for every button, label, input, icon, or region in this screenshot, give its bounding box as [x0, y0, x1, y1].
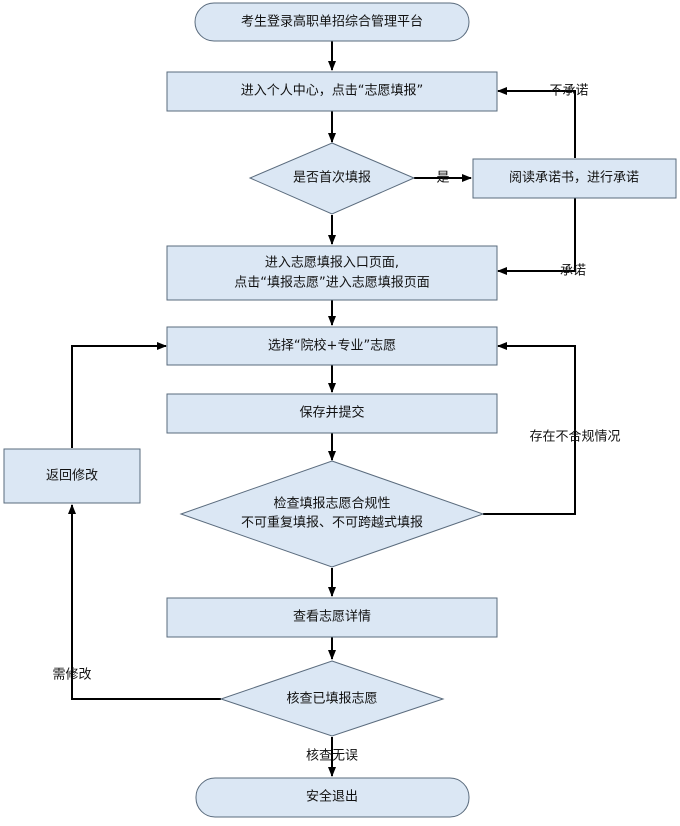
view-details-label: 查看志愿详情	[293, 609, 371, 625]
process-shape	[166, 393, 498, 434]
save-submit-label: 保存并提交	[299, 405, 364, 421]
process-shape	[472, 158, 677, 199]
node-verify-decision: 核查已填报志愿	[219, 660, 445, 737]
edge-label-not-committed: 不承诺	[549, 84, 588, 99]
edge-label-noncompliant: 存在不合规情况	[529, 430, 620, 445]
arrow-committed	[497, 198, 576, 275]
process-shape	[166, 245, 498, 301]
node-start: 考生登录高职单招综合管理平台	[194, 2, 470, 42]
node-return-modify: 返回修改	[3, 448, 141, 504]
process-shape	[3, 448, 141, 504]
decision-shape	[219, 660, 445, 737]
arrow-not-committed	[497, 87, 576, 158]
connectors	[68, 41, 576, 777]
node-logout: 安全退出	[195, 777, 470, 818]
edge-label-needs-modify: 需修改	[52, 668, 91, 683]
logout-label: 安全退出	[306, 789, 358, 805]
verify-label: 核查已填报志愿	[286, 692, 377, 707]
edge-label-yes: 是	[436, 171, 449, 186]
enter-center-label: 进入个人中心，点击“志愿填报”	[241, 84, 423, 99]
arrow-needs-modify	[68, 504, 221, 700]
process-shape	[166, 326, 498, 366]
arrow-noncompliant	[483, 342, 576, 515]
edge-label-committed: 承诺	[560, 264, 586, 279]
process-shape	[166, 71, 498, 112]
arrow-return-to-select	[71, 342, 167, 448]
node-save-submit: 保存并提交	[166, 393, 498, 434]
edge-label-verified-ok: 核查无误	[306, 749, 358, 764]
terminal-start-shape	[194, 2, 470, 42]
node-read-commitment: 阅读承诺书，进行承诺	[472, 158, 677, 199]
process-shape	[166, 597, 498, 638]
select-choice-label: 选择“院校+专业”志愿	[268, 338, 396, 354]
node-view-details: 查看志愿详情	[166, 597, 498, 638]
node-entry-page: 进入志愿填报入口页面, 点击“填报志愿”进入志愿填报页面	[166, 245, 498, 301]
node-first-fill-decision: 是否首次填报	[248, 142, 416, 215]
edge-labels: 是 不承诺 承诺 存在不合规情况 需修改 核查无误	[52, 84, 620, 764]
first-fill-label: 是否首次填报	[293, 170, 371, 186]
return-modify-label: 返回修改	[46, 469, 98, 484]
node-select-choice: 选择“院校+专业”志愿	[166, 326, 498, 366]
entry-page-line2: 点击“填报志愿”进入志愿填报页面	[234, 276, 429, 291]
node-compliance-check: 检查填报志愿合规性 不可重复填报、不可跨越式填报	[179, 460, 485, 568]
check-line2: 不可重复填报、不可跨越式填报	[241, 515, 423, 531]
entry-page-line1: 进入志愿填报入口页面,	[265, 256, 399, 271]
decision-shape	[179, 460, 485, 568]
start-label: 考生登录高职单招综合管理平台	[241, 14, 423, 30]
read-commitment-label: 阅读承诺书，进行承诺	[509, 171, 639, 186]
check-line1: 检查填报志愿合规性	[273, 497, 390, 512]
node-enter-center: 进入个人中心，点击“志愿填报”	[166, 71, 498, 112]
decision-shape	[248, 142, 416, 215]
terminal-end-shape	[195, 777, 470, 818]
